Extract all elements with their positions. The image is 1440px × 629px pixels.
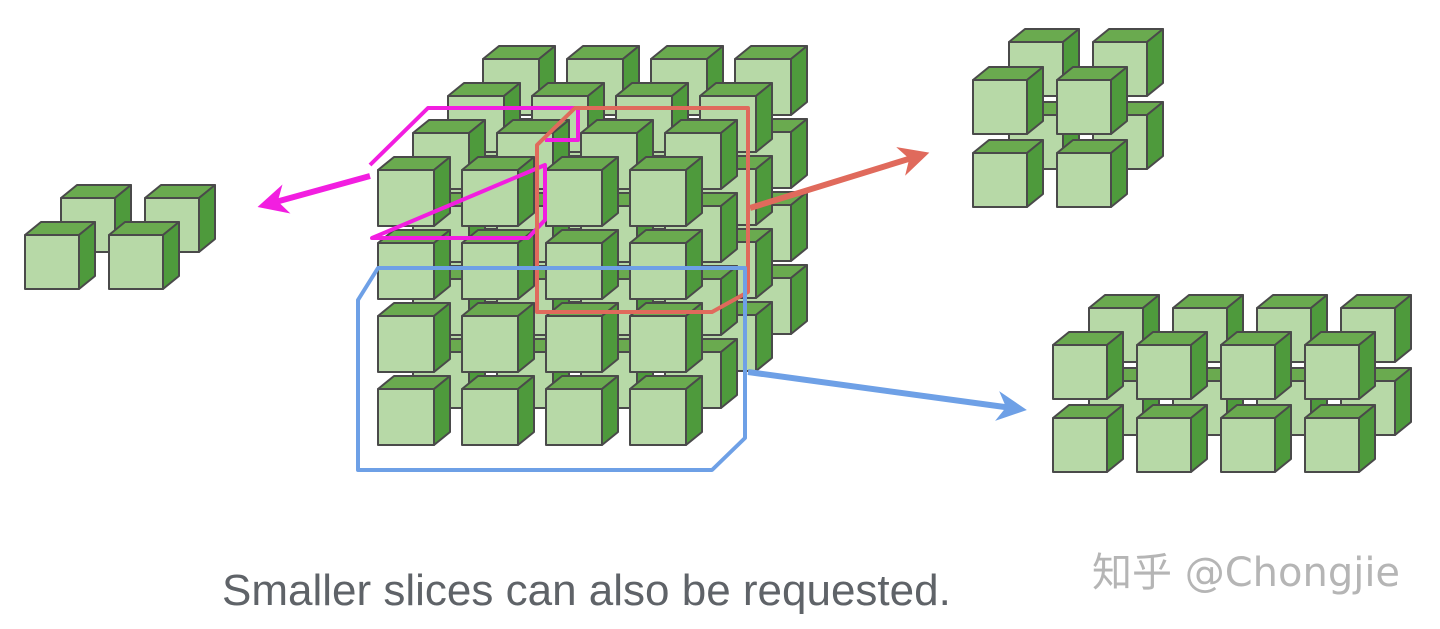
cube	[1136, 404, 1208, 473]
cube	[461, 375, 535, 446]
cube	[629, 156, 703, 227]
cube	[377, 229, 451, 300]
cube	[24, 221, 96, 290]
pink-arrow	[257, 173, 371, 214]
cube	[377, 156, 451, 227]
cube	[629, 375, 703, 446]
cube	[1304, 331, 1376, 400]
red-slice-cubes	[972, 28, 1164, 208]
red-slice-outline	[535, 106, 750, 314]
cube	[108, 221, 180, 290]
pink-slice-cubes	[24, 184, 216, 290]
cube	[1136, 331, 1208, 400]
cube	[545, 156, 619, 227]
cube	[545, 229, 619, 300]
cube	[377, 375, 451, 446]
blue-slice-outline	[356, 266, 747, 472]
cube	[1052, 404, 1124, 473]
watermark: 知乎 @Chongjie	[1092, 550, 1401, 596]
cube	[1220, 331, 1292, 400]
cube	[461, 156, 535, 227]
cube	[1056, 139, 1128, 208]
cube	[1052, 331, 1124, 400]
red-arrow	[749, 147, 930, 211]
cube	[1304, 404, 1376, 473]
cube	[377, 302, 451, 373]
main-cube	[377, 45, 808, 446]
blue-slice-cubes	[1052, 294, 1412, 473]
cube	[1008, 28, 1080, 97]
cube	[461, 302, 535, 373]
cube	[1056, 66, 1128, 135]
cube	[545, 302, 619, 373]
cube	[1220, 404, 1292, 473]
cube	[972, 139, 1044, 208]
cube	[545, 375, 619, 446]
caption: Smaller slices can also be requested.	[222, 566, 951, 615]
blue-arrow	[747, 369, 1027, 421]
cube	[461, 229, 535, 300]
cube	[629, 229, 703, 300]
cube	[972, 66, 1044, 135]
